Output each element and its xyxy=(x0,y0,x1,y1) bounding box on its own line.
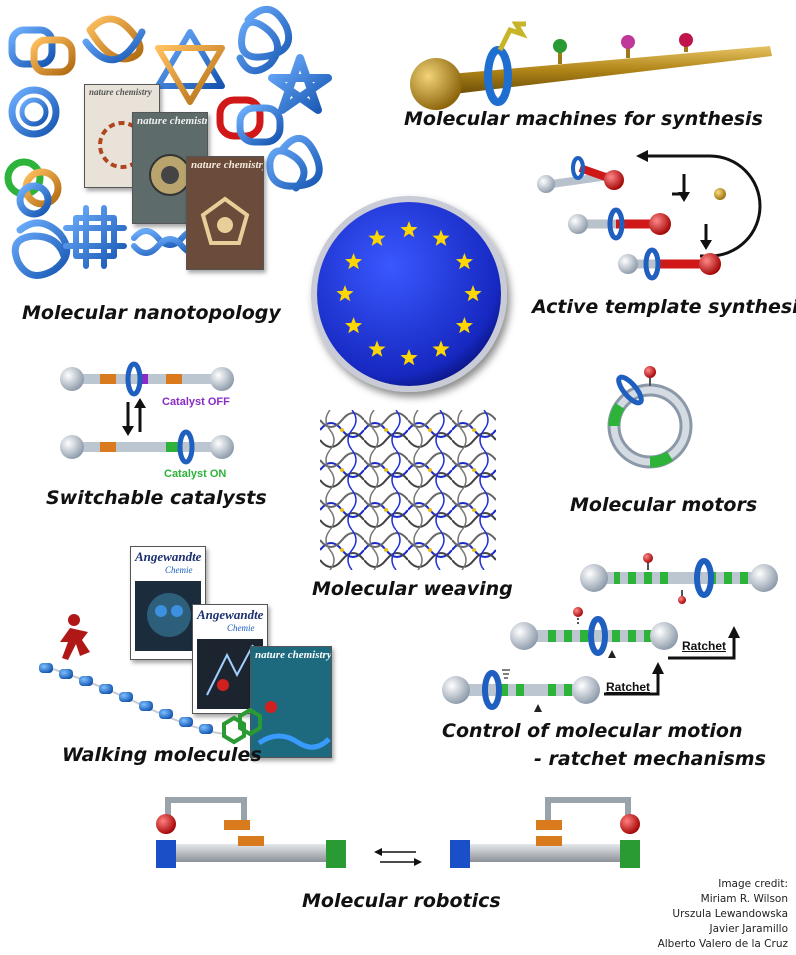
label-motors: Molecular motors xyxy=(570,494,758,516)
knot-star-of-david xyxy=(155,29,225,105)
walker-track-bead xyxy=(59,669,73,679)
knot-link-multicolor xyxy=(4,158,62,218)
walking-molecule-illustration xyxy=(39,614,262,745)
knot-trefoil-2 xyxy=(266,135,323,192)
eu-star-icon xyxy=(336,285,354,302)
switchable-catalyst-illustration xyxy=(60,361,234,465)
knot-pentafoil xyxy=(268,54,332,114)
image-credit: Image credit: Miriam R. Wilson Urszula L… xyxy=(658,877,788,952)
walker-track-bead xyxy=(179,717,193,727)
cover-title: nature chemistry xyxy=(89,87,152,97)
walker-track-bead xyxy=(199,724,213,734)
walker-track-bead xyxy=(79,676,93,686)
ratchet-tag-2: Ratchet xyxy=(606,680,651,694)
eu-star-icon xyxy=(368,340,386,357)
knots-illustration xyxy=(4,6,332,279)
cover-subtitle: Chemie xyxy=(227,623,255,633)
credit-name: Javier Jaramillo xyxy=(709,923,788,935)
cover-title: Angewandte xyxy=(197,607,264,622)
walker-track-bead xyxy=(139,701,153,711)
credit-name: Alberto Valero de la Cruz xyxy=(657,938,788,950)
label-catalyst-on: Catalyst ON xyxy=(164,468,227,480)
molecular-motor-illustration xyxy=(607,366,693,469)
credit-name: Urszula Lewandowska xyxy=(672,908,788,920)
label-active-template: Active template synthesis xyxy=(532,296,796,318)
knot-endless xyxy=(63,205,127,269)
knot-link-red xyxy=(216,96,284,146)
eu-star-icon xyxy=(400,221,418,238)
nature-chemistry-cover-walking: nature chemistry xyxy=(250,646,332,758)
eu-star-icon xyxy=(464,285,482,302)
cover-subtitle: Chemie xyxy=(165,565,193,575)
eu-star-icon xyxy=(455,317,473,334)
label-catalyst-off: Catalyst OFF xyxy=(162,396,230,408)
label-robotics: Molecular robotics xyxy=(302,890,501,912)
knot-trefoil xyxy=(236,6,293,75)
walker-track-bead xyxy=(119,692,133,702)
label-walking: Walking molecules xyxy=(62,744,262,766)
walker-track-bead xyxy=(159,709,173,719)
cover-title: nature chemistry xyxy=(191,159,264,171)
eu-star-icon xyxy=(455,253,473,270)
molecular-robotics-illustration xyxy=(156,797,640,868)
walker-track-bead xyxy=(39,663,53,673)
walker-track-bead xyxy=(99,684,113,694)
knot-link-1 xyxy=(8,26,76,76)
eu-star-icon xyxy=(368,229,386,246)
eu-star-icon xyxy=(432,340,450,357)
walker-figure-icon xyxy=(60,614,90,660)
eu-star-icon xyxy=(400,349,418,366)
cover-title: nature chemistry xyxy=(137,115,208,127)
credit-name: Miriam R. Wilson xyxy=(700,893,788,905)
molecular-machine-illustration xyxy=(410,21,772,110)
label-machines: Molecular machines for synthesis xyxy=(404,108,763,130)
nature-chemistry-cover-3: nature chemistry xyxy=(186,156,264,270)
eu-star-icon xyxy=(432,229,450,246)
knot-ring-blue xyxy=(8,86,60,138)
eu-star-icon xyxy=(345,317,363,334)
cover-title: Angewandte xyxy=(135,549,202,564)
knot-link-2 xyxy=(82,15,146,64)
label-weaving: Molecular weaving xyxy=(312,578,513,600)
ratchet-tag-1: Ratchet xyxy=(682,639,727,653)
label-ratchet-line1: Control of molecular motion xyxy=(442,720,743,742)
molecular-weaving-illustration xyxy=(320,410,496,570)
eu-flag-sphere xyxy=(311,196,507,392)
eu-star-icon xyxy=(345,253,363,270)
knot-complex xyxy=(11,219,71,279)
active-template-illustration xyxy=(537,150,762,281)
label-nanotopology: Molecular nanotopology xyxy=(22,302,281,324)
label-switchable: Switchable catalysts xyxy=(46,487,267,509)
credit-heading: Image credit: xyxy=(718,878,788,890)
label-ratchet-line2: - ratchet mechanisms xyxy=(534,748,766,770)
cover-title: nature chemistry xyxy=(255,649,332,661)
ratchet-illustration xyxy=(442,553,778,712)
